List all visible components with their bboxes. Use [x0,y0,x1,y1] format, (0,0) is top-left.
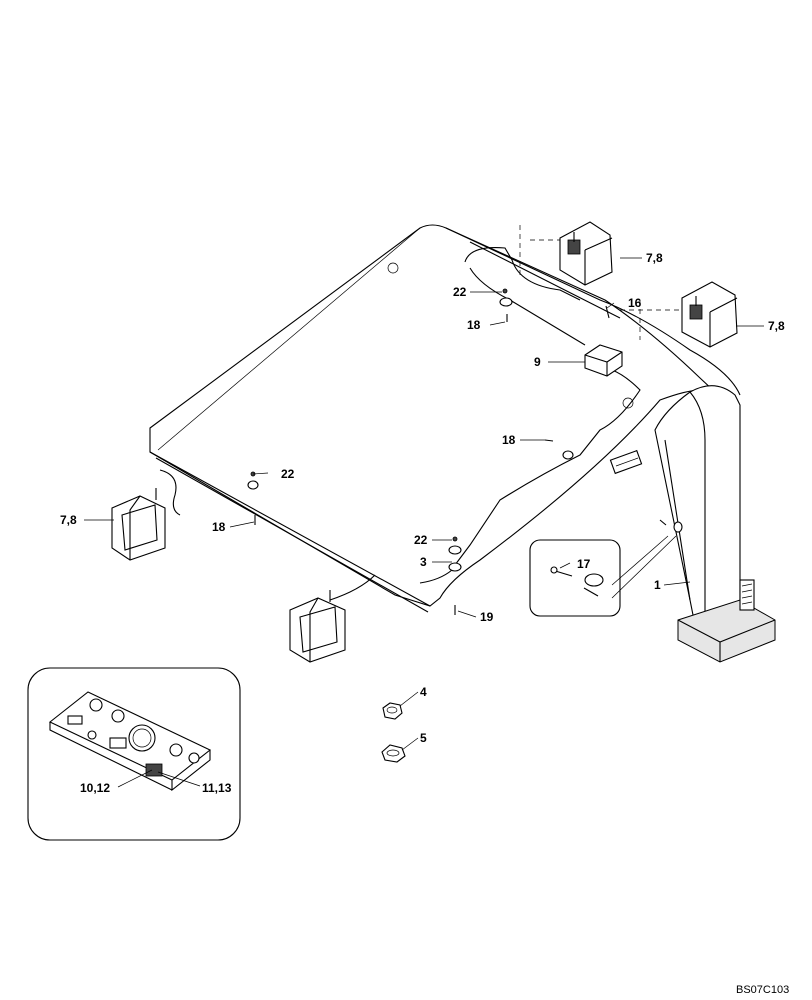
callout-5: 5 [420,731,427,745]
callout-1: 1 [654,578,661,592]
callout-22-left: 22 [281,467,295,481]
work-light-top [559,221,613,286]
callout-4: 4 [420,685,427,699]
work-light-front [289,590,346,663]
callout-7-8-right: 7,8 [768,319,785,333]
callout-18-mid: 18 [502,433,516,447]
work-light-left [111,488,166,561]
callout-9: 9 [534,355,541,369]
callout-10-12: 10,12 [80,781,110,795]
drawing-code: BS07C103 [736,984,789,996]
callout-19: 19 [480,610,494,624]
callout-18-top: 18 [467,318,481,332]
clamp-detail-bubble [529,535,677,617]
callout-labels: 7,8 7,8 7,8 22 18 16 9 18 22 18 22 3 19 … [60,251,789,996]
callout-11-13: 11,13 [202,781,232,795]
leader-lines [84,257,764,751]
junction-box [584,344,623,377]
callout-3: 3 [420,555,427,569]
callout-7-8-left: 7,8 [60,513,77,527]
callout-22-front: 22 [414,533,428,547]
callout-16: 16 [628,296,642,310]
hardware [247,288,683,615]
nut-5 [381,744,406,763]
work-light-right [681,281,738,348]
nut-4 [382,702,403,720]
instrument-panel-inset [27,667,241,841]
callout-7-8-top: 7,8 [646,251,663,265]
callout-17: 17 [577,557,591,571]
vent-slots [739,579,755,611]
callout-18-left: 18 [212,520,226,534]
callout-22-top: 22 [453,285,467,299]
canopy-frame [149,224,776,663]
